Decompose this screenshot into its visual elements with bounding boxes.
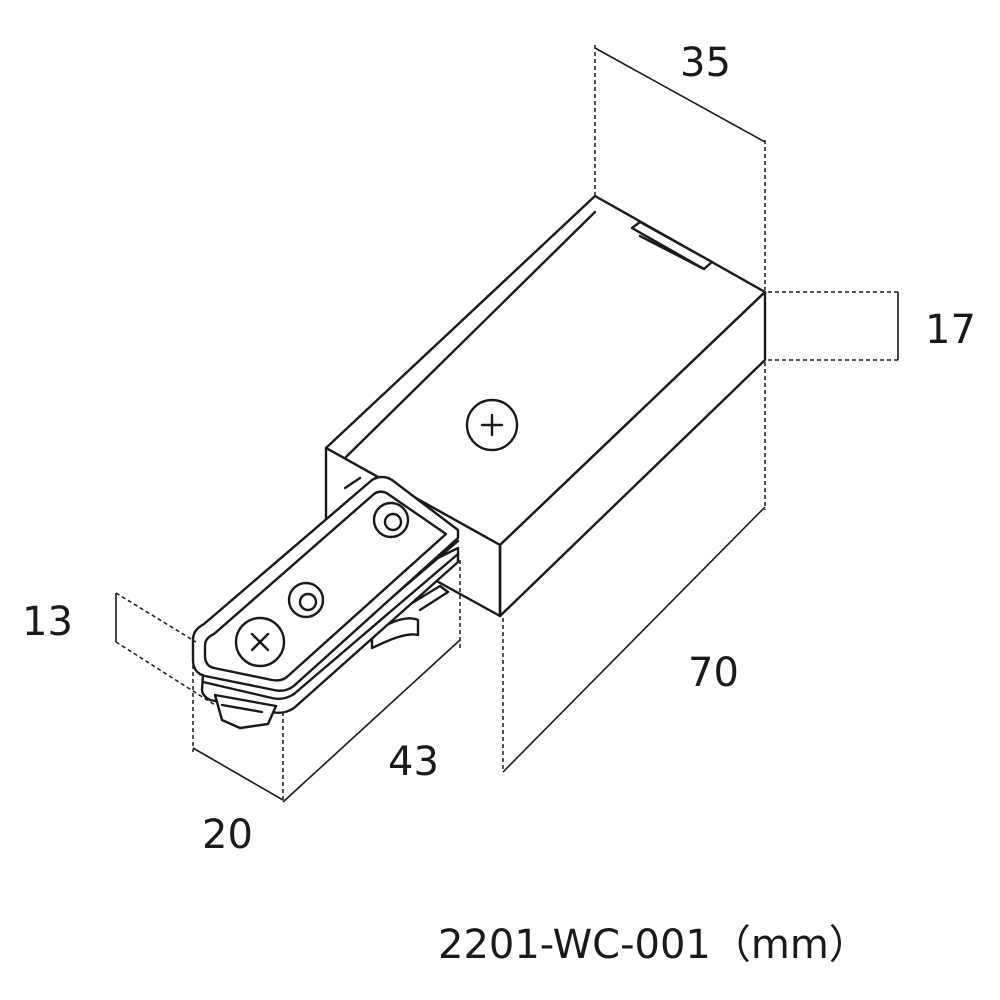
tab-hole-upper-icon [372, 501, 410, 539]
dimension-tab-length-label: 43 [388, 739, 439, 785]
tab-foot [213, 693, 278, 730]
dimension-tab-height-label: 13 [22, 599, 73, 645]
connector-tab [191, 475, 460, 730]
model-caption: 2201-WC-001（mm） [438, 922, 869, 968]
dimension-lines [115, 45, 899, 803]
dimension-width-label: 35 [680, 40, 731, 86]
dimension-height-label: 17 [925, 307, 976, 353]
tab-hole-middle-icon [287, 581, 325, 619]
housing-screw-icon [465, 398, 519, 452]
tab-screw-icon [234, 616, 286, 668]
dimension-tab-width-label: 20 [202, 812, 253, 858]
dimension-length-label: 70 [688, 650, 739, 696]
